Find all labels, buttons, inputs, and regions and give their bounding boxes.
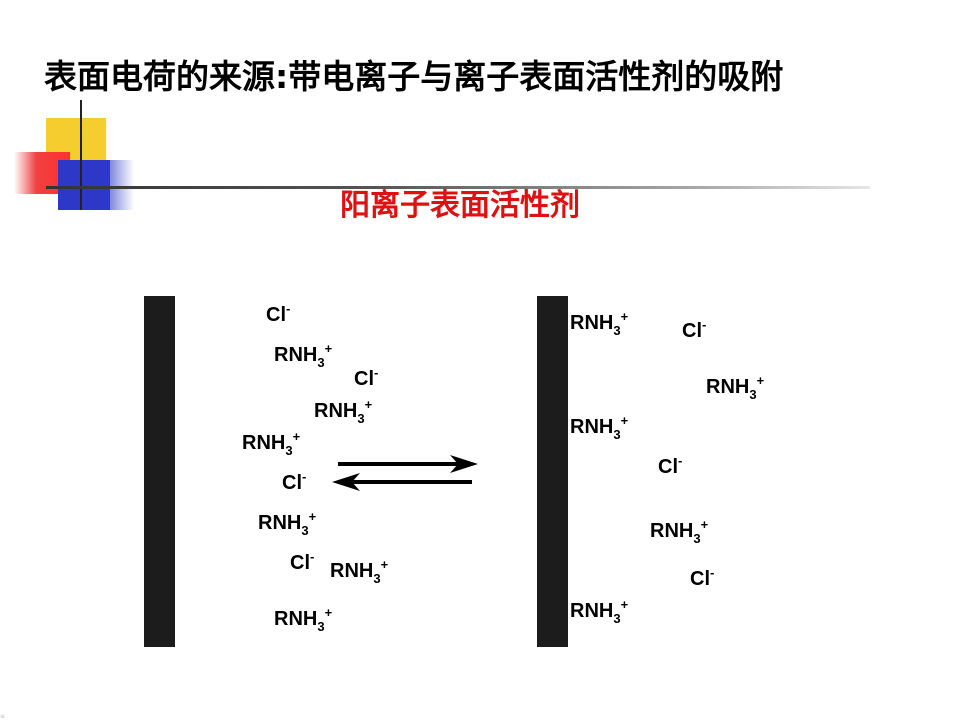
- right-surface-plate: [537, 296, 568, 647]
- equilibrium-arrows-icon: [332, 455, 478, 491]
- chloride-ion-label: Cl-: [266, 301, 291, 326]
- ammonium-ion-label: RNH3+: [570, 413, 629, 442]
- ammonium-ion-label: RNH3+: [274, 605, 333, 634]
- left-surface-plate: [144, 296, 175, 647]
- ammonium-ion-label: RNH3+: [274, 341, 333, 370]
- slide-title: 表面电荷的来源:带电离子与离子表面活性剂的吸附: [44, 57, 784, 96]
- chloride-ion-label: Cl-: [354, 365, 379, 390]
- ammonium-ion-label: RNH3+: [570, 597, 629, 626]
- ammonium-ion-label: RNH3+: [242, 429, 301, 458]
- slide-subtitle: 阳离子表面活性剂: [340, 188, 580, 223]
- chloride-ion-label: Cl-: [682, 317, 707, 342]
- chloride-ion-label: Cl-: [282, 469, 307, 494]
- ammonium-ion-label: RNH3+: [706, 373, 765, 402]
- title-underline: [46, 186, 870, 189]
- ammonium-ion-label: RNH3+: [330, 557, 389, 586]
- ammonium-ion-label: RNH3+: [314, 397, 373, 426]
- ammonium-ion-label: RNH3+: [650, 517, 709, 546]
- decor-vertical-line: [80, 100, 82, 210]
- decor-blue-block: [58, 160, 134, 210]
- ammonium-ion-label: RNH3+: [570, 309, 629, 338]
- corner-mark: ≡: [0, 713, 6, 720]
- chloride-ion-label: Cl-: [658, 453, 683, 478]
- chloride-ion-label: Cl-: [690, 565, 715, 590]
- ammonium-ion-label: RNH3+: [258, 509, 317, 538]
- chloride-ion-label: Cl-: [290, 549, 315, 574]
